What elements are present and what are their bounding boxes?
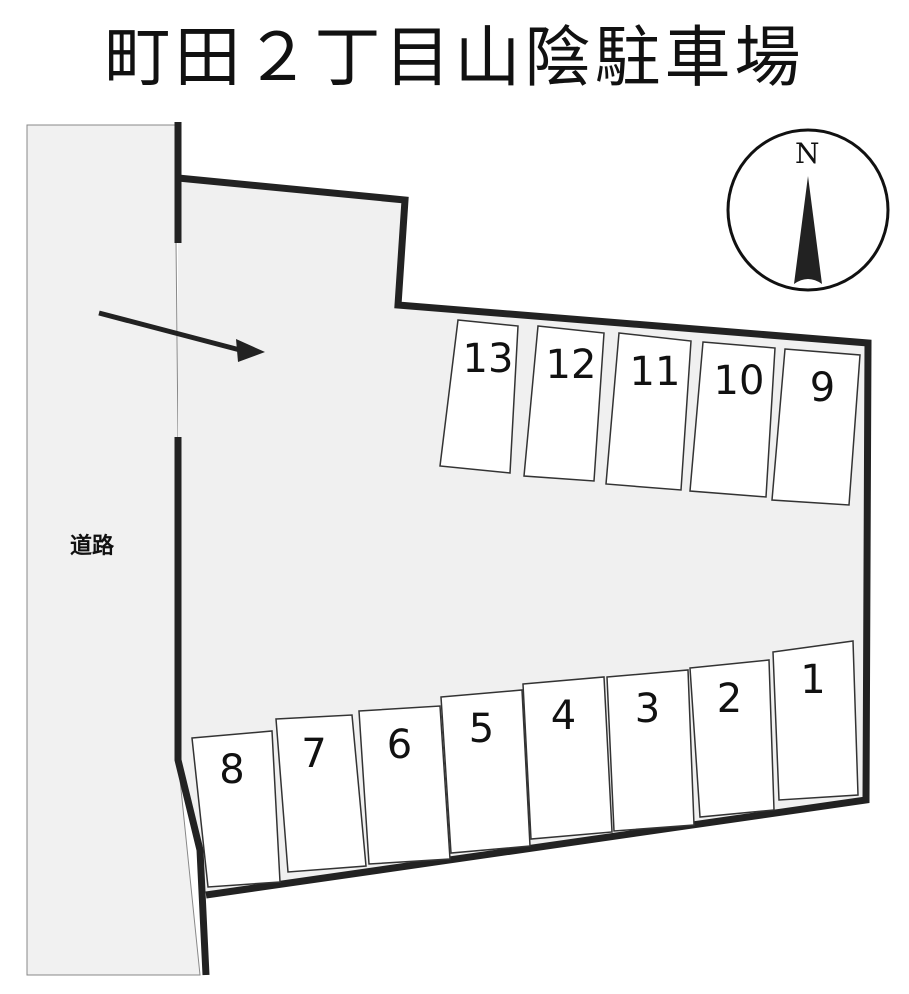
stall-outline bbox=[606, 669, 695, 832]
stall-outline bbox=[689, 341, 776, 498]
parking-stall-10[interactable]: 10 bbox=[689, 341, 776, 498]
entrance-arrow-icon bbox=[98, 310, 265, 362]
parking-stall-9[interactable]: 9 bbox=[771, 348, 861, 506]
parking-stall-12[interactable]: 12 bbox=[523, 325, 605, 482]
stall-number: 9 bbox=[810, 365, 835, 411]
parking-stall-1[interactable]: 1 bbox=[772, 640, 859, 801]
stall-number: 11 bbox=[630, 349, 681, 395]
north-compass-icon: N bbox=[726, 128, 890, 292]
stall-outline bbox=[439, 319, 519, 474]
stall-number: 1 bbox=[800, 657, 825, 703]
stall-number: 5 bbox=[469, 706, 494, 752]
stall-outline bbox=[689, 659, 775, 818]
north-label: N bbox=[795, 137, 820, 170]
parking-stall-3[interactable]: 3 bbox=[606, 669, 695, 832]
stall-outline bbox=[440, 689, 531, 854]
parking-stall-6[interactable]: 6 bbox=[358, 705, 451, 865]
stall-row-top: 13 12 11 10 9 bbox=[439, 319, 861, 506]
parking-stall-2[interactable]: 2 bbox=[689, 659, 775, 818]
stall-outline bbox=[275, 714, 367, 873]
parking-stall-4[interactable]: 4 bbox=[522, 676, 613, 840]
parking-stall-8[interactable]: 8 bbox=[191, 730, 281, 888]
stall-outline bbox=[772, 640, 859, 801]
parking-stall-7[interactable]: 7 bbox=[275, 714, 367, 873]
stall-outline bbox=[523, 325, 605, 482]
stall-number: 8 bbox=[219, 747, 244, 793]
stall-number: 13 bbox=[463, 336, 514, 382]
stall-number: 2 bbox=[717, 676, 742, 722]
stall-outline bbox=[522, 676, 613, 840]
lot-boundary bbox=[174, 122, 872, 976]
stall-outline bbox=[605, 332, 692, 491]
parking-stall-11[interactable]: 11 bbox=[605, 332, 692, 491]
stall-number: 7 bbox=[301, 731, 326, 777]
stall-number: 6 bbox=[387, 722, 412, 768]
parking-stall-5[interactable]: 5 bbox=[440, 689, 531, 854]
page-title: 町田２丁目山陰駐車場 bbox=[104, 19, 805, 96]
stall-row-bottom: 8 7 6 5 4 3 2 1 bbox=[191, 640, 859, 888]
road-label: 道路 bbox=[70, 533, 115, 559]
stall-number: 3 bbox=[635, 686, 660, 732]
stall-number: 4 bbox=[551, 693, 576, 739]
stall-outline bbox=[771, 348, 861, 506]
stall-number: 12 bbox=[546, 342, 597, 388]
stall-number: 10 bbox=[714, 358, 765, 404]
parking-stall-13[interactable]: 13 bbox=[439, 319, 519, 474]
stall-outline bbox=[358, 705, 451, 865]
stall-outline bbox=[191, 730, 281, 888]
